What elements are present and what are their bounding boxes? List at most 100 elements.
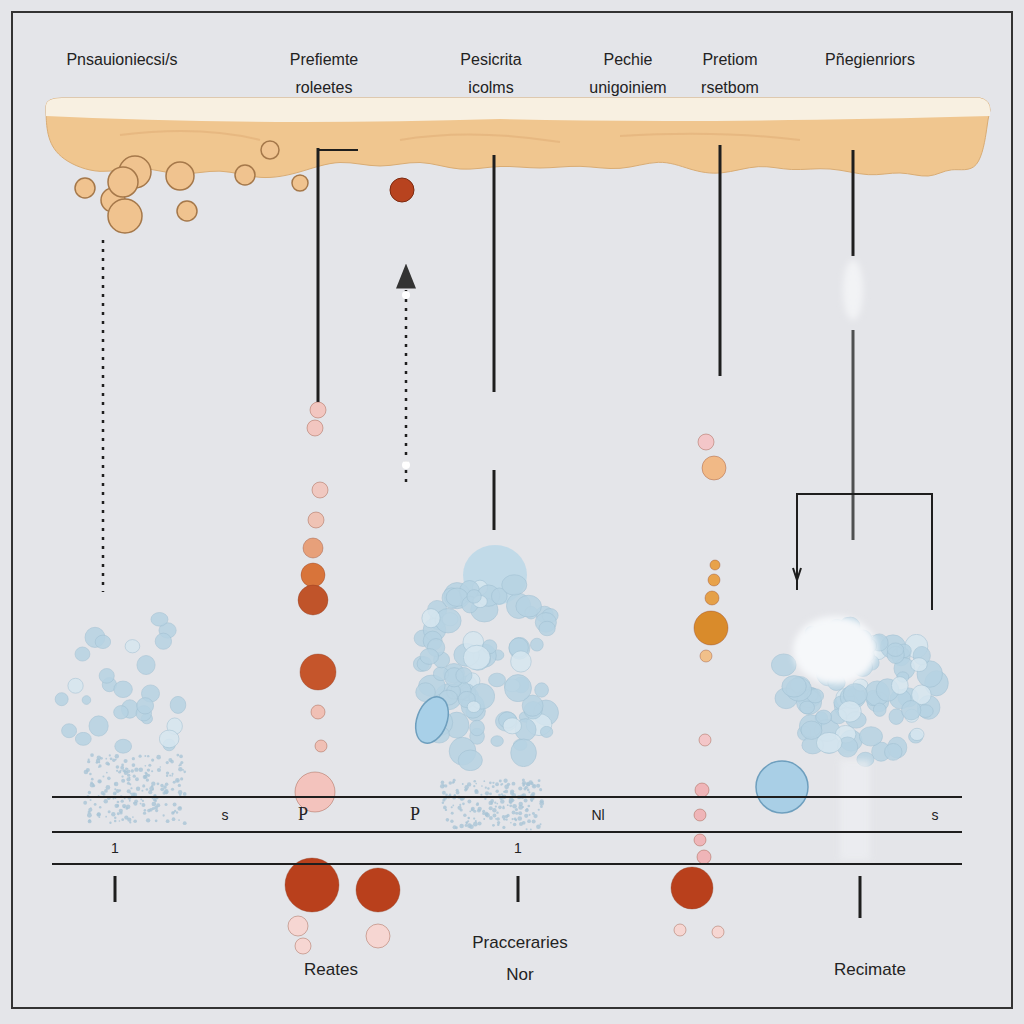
speckle: [442, 791, 446, 795]
bubble: [68, 678, 83, 693]
bubble: [891, 677, 908, 695]
speckle: [121, 779, 125, 783]
droplet: [366, 924, 390, 948]
speckle: [496, 790, 499, 793]
droplet: [705, 591, 719, 605]
hook-line: [318, 149, 358, 151]
bubble: [887, 643, 904, 657]
speckle: [102, 775, 104, 777]
speckle: [120, 770, 122, 772]
speckle: [126, 777, 130, 781]
speckle: [151, 785, 153, 787]
bubble-cluster: [413, 575, 558, 771]
speckle: [523, 783, 525, 785]
speckle: [91, 778, 94, 781]
speckle: [124, 759, 128, 763]
dotted-line: [102, 240, 105, 592]
bubble: [502, 575, 527, 595]
speckle: [474, 790, 478, 794]
speckle: [532, 784, 536, 788]
speckle: [111, 812, 115, 816]
speckle: [496, 811, 498, 813]
bubble: [910, 728, 924, 740]
dot: [402, 291, 410, 299]
speckle: [144, 809, 147, 812]
speckle: [504, 784, 509, 789]
speckle: [502, 826, 505, 829]
speckle: [127, 774, 130, 777]
speckle: [165, 782, 169, 786]
tick-mark: [114, 876, 117, 902]
speckle: [155, 819, 158, 822]
speckle: [131, 769, 134, 772]
tissue-bubbles: [75, 141, 308, 233]
bracket-tick: [793, 568, 801, 580]
baseline-rule: [52, 796, 962, 798]
solid-line: [852, 150, 855, 256]
speckle: [522, 781, 526, 785]
bubble: [902, 700, 921, 719]
speckle: [107, 777, 111, 781]
speckle: [482, 810, 485, 813]
speckle: [484, 798, 486, 800]
speckle: [485, 791, 489, 795]
speckle: [90, 782, 93, 785]
speckle: [159, 766, 161, 768]
bubble: [82, 696, 91, 705]
speckle: [166, 761, 169, 764]
red-droplet: [390, 178, 414, 202]
speckle: [129, 800, 131, 802]
speckle: [443, 806, 447, 810]
bubble: [511, 739, 537, 767]
speckle: [121, 818, 124, 821]
speckle: [481, 785, 483, 787]
bubble: [155, 633, 171, 649]
speckle: [172, 773, 174, 775]
bubble: [470, 720, 485, 736]
speckle: [538, 809, 540, 811]
droplet: [356, 868, 400, 912]
speckle: [478, 821, 482, 825]
speckle: [478, 807, 482, 811]
speckle: [177, 806, 182, 811]
droplet: [311, 705, 325, 719]
speckle: [504, 790, 508, 794]
speckle: [469, 810, 471, 812]
speckle: [99, 806, 101, 808]
bubble: [535, 683, 549, 697]
speckle: [452, 781, 455, 784]
speckle: [515, 812, 518, 815]
bubble: [75, 647, 90, 661]
speckle: [522, 821, 526, 825]
speckle: [151, 758, 154, 761]
speckle: [510, 789, 514, 793]
speckle: [476, 803, 479, 806]
bubble: [159, 730, 179, 748]
bubble: [75, 178, 95, 198]
speckle: [529, 814, 531, 816]
speckle: [459, 824, 463, 828]
speckle: [151, 770, 153, 772]
speckle: [500, 784, 502, 786]
speckle: [94, 803, 97, 806]
bubble: [463, 645, 490, 670]
speckle: [536, 824, 541, 829]
droplet: [312, 482, 328, 498]
speckle: [141, 790, 143, 792]
speckle: [88, 791, 91, 794]
speckle: [117, 801, 120, 804]
bubble: [467, 590, 481, 604]
row-marker: s: [222, 806, 229, 824]
speckle: [459, 804, 461, 806]
bubble: [99, 668, 114, 683]
droplet: [694, 834, 706, 846]
bubble: [800, 701, 815, 714]
speckle: [536, 784, 540, 788]
speckle: [147, 755, 149, 757]
speckle: [528, 791, 530, 793]
bubble: [467, 701, 480, 713]
speckle: [531, 792, 535, 796]
speckle-cluster: [83, 753, 186, 825]
speckle: [495, 782, 499, 786]
